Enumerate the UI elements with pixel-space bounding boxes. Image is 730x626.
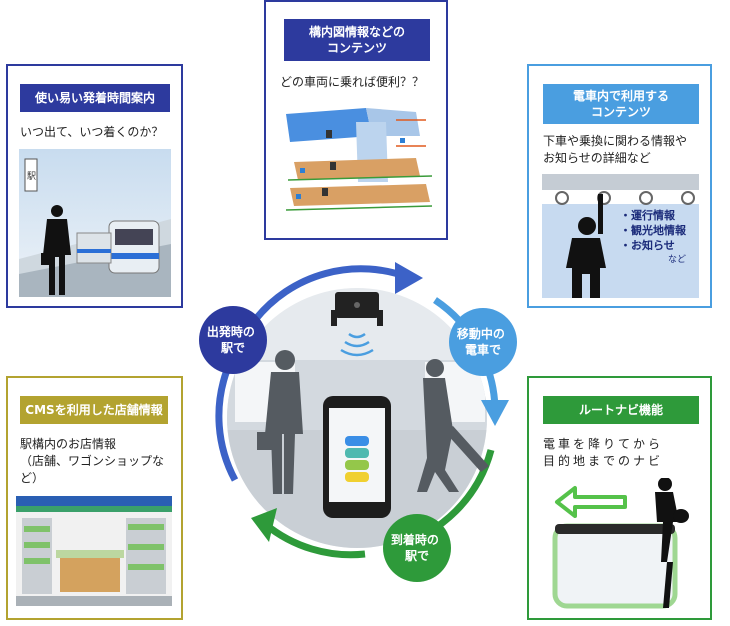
left-arrow-icon xyxy=(555,486,627,518)
panel-route-navi: ルートナビ機能 電車を降りてから 目的地までのナビ xyxy=(527,376,712,620)
badge-moving-line1: 移動中の xyxy=(457,326,505,341)
svg-text:到着時の 駅で: 到着時の 駅で xyxy=(391,532,443,563)
panel-description: 駅構内のお店情報 （店舗、ワゴンショップなど） xyxy=(20,437,165,485)
station-sign-text: 駅 xyxy=(27,171,36,182)
arrow-head-icon xyxy=(395,262,423,294)
info-bullet-operation: ・運行情報 xyxy=(620,209,675,222)
info-bullet-notice: ・お知らせ xyxy=(620,239,675,252)
panel-title: 構内図情報などの コンテンツ xyxy=(284,19,430,61)
usage-cycle-diagram: 出発時の 駅で 移動中の 電車で 到着時の 駅で xyxy=(199,262,517,582)
badge-departure xyxy=(199,306,267,374)
arrow-head-icon xyxy=(251,508,277,542)
navigation-gate-illustration xyxy=(552,478,689,609)
panel-timetable: 使い易い発着時間案内 いつ出て、いつ着くのか？ 駅 xyxy=(6,64,183,308)
panel-description: いつ出て、いつ着くのか？ xyxy=(20,125,164,139)
panel-station-map: 構内図情報などの コンテンツ どの車両に乗れば便利？？ xyxy=(264,0,448,240)
arrow-head-icon xyxy=(481,400,509,426)
panel-description: どの車両に乗れば便利？？ xyxy=(280,75,425,89)
badge-departure-line2: 駅で xyxy=(220,341,245,355)
badge-arrival-line1: 到着時の xyxy=(391,532,439,547)
cycle-arc-blue-left xyxy=(215,368,239,482)
info-more: など xyxy=(667,255,686,265)
businessman-silhouette xyxy=(257,350,303,494)
station-floor-map-illustration xyxy=(285,108,433,211)
panel-description: 電車を降りてから 目的地までのナビ xyxy=(543,437,664,468)
train-interior-illustration: ・運行情報 ・観光地情報 ・お知らせ など xyxy=(542,174,699,298)
traveler-silhouette xyxy=(417,359,489,492)
info-bullet-tourism: ・観光地情報 xyxy=(620,224,686,237)
shop-illustration xyxy=(16,496,172,606)
panel-title: 使い易い発着時間案内 xyxy=(20,84,170,112)
onboard-info-list: ・運行情報 ・観光地情報 ・お知らせ など xyxy=(620,208,686,268)
panel-title: CMSを利用した店舗情報 xyxy=(20,396,168,424)
badge-departure-line1: 出発時の xyxy=(207,324,255,339)
panel-title: 電車内で利用する コンテンツ xyxy=(543,84,699,124)
badge-arrival xyxy=(383,514,451,582)
platform-train-illustration: 駅 xyxy=(19,149,171,297)
smartphone-icon xyxy=(323,396,391,518)
cycle-arc-green-lower-left xyxy=(262,521,366,559)
signal-waves-icon xyxy=(340,332,374,357)
badge-moving-line2: 電車で xyxy=(465,342,501,357)
svg-text:移動中の 電車で: 移動中の 電車で xyxy=(457,326,509,357)
cycle-arc-blue-top xyxy=(252,265,412,323)
panel-description: 下車や乗換に関わる情報や お知らせの詳細など xyxy=(543,134,688,165)
badge-arrival-line2: 駅で xyxy=(404,549,429,563)
panel-onboard: 電車内で利用する コンテンツ 下車や乗換に関わる情報や お知らせの詳細など ・運… xyxy=(527,64,712,308)
panel-title: ルートナビ機能 xyxy=(543,396,699,424)
svg-text:出発時の 駅で: 出発時の 駅で xyxy=(207,324,259,355)
badge-moving xyxy=(449,308,517,376)
panel-shops: CMSを利用した店舗情報 駅構内のお店情報 （店舗、ワゴンショップなど） xyxy=(6,376,183,620)
beacon-icon xyxy=(331,292,383,326)
